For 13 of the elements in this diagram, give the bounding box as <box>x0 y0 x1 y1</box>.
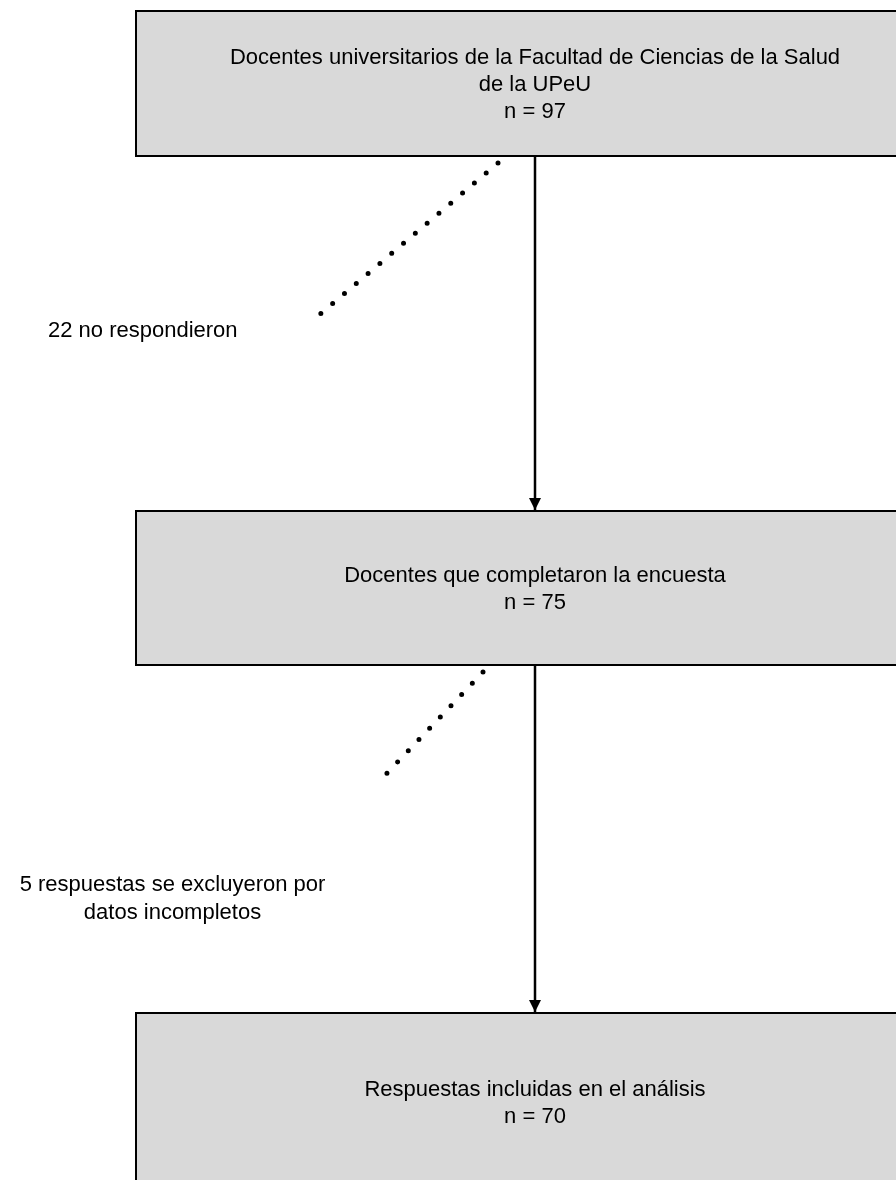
box-text: n = 97 <box>504 97 566 124</box>
process-box <box>135 510 896 666</box>
box-text: Respuestas incluidas en el análisis <box>364 1075 706 1102</box>
process-box <box>135 1012 896 1180</box>
box-text: n = 75 <box>504 588 566 615</box>
arrow <box>528 157 542 510</box>
box-text: Docentes que completaron la encuesta <box>344 561 726 588</box>
box-text: n = 70 <box>504 1102 566 1129</box>
note-text: 22 no respondieron <box>48 316 320 344</box>
dotted-line <box>315 160 501 319</box>
arrow <box>528 666 542 1012</box>
process-box <box>135 10 896 157</box>
note-text: 5 respuestas se excluyeron por datos incompletos <box>0 870 345 926</box>
